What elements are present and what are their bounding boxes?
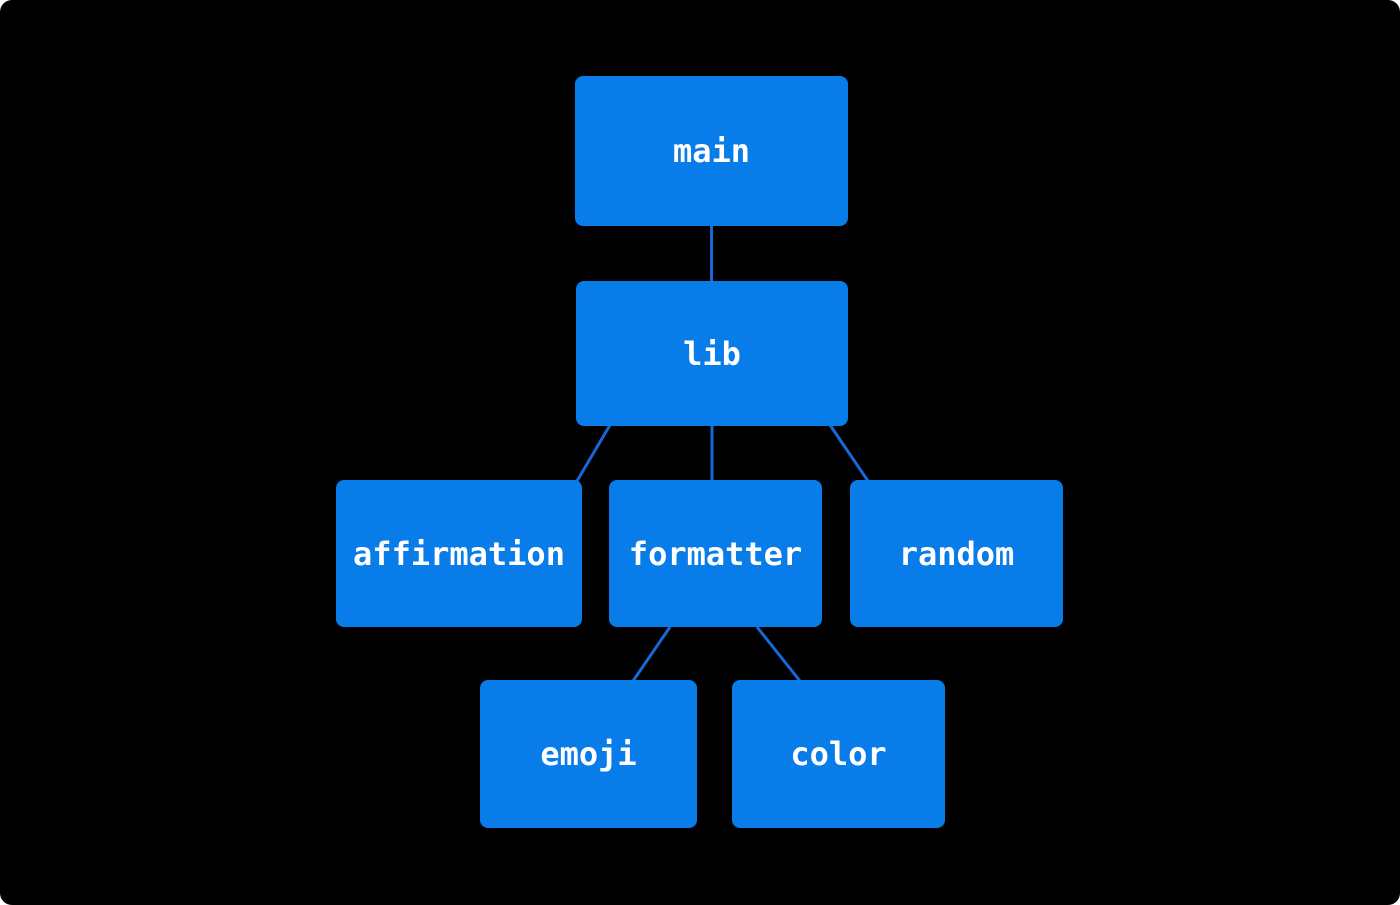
node-color: color	[732, 680, 945, 828]
node-main: main	[575, 76, 848, 226]
node-color-label: color	[790, 735, 887, 773]
node-emoji-label: emoji	[540, 735, 637, 773]
edge-lib-affirmation	[575, 424, 612, 482]
node-random: random	[850, 480, 1063, 627]
node-lib: lib	[576, 281, 848, 426]
node-affirmation-label: affirmation	[353, 534, 565, 573]
node-formatter: formatter	[609, 480, 822, 627]
edge-formatter-emoji	[631, 626, 672, 682]
node-formatter-label: formatter	[628, 534, 803, 573]
edge-lib-random	[828, 424, 870, 482]
node-affirmation: affirmation	[336, 480, 582, 627]
node-main-label: main	[672, 132, 751, 170]
node-emoji: emoji	[480, 680, 697, 828]
node-random-label: random	[898, 534, 1015, 573]
node-lib-label: lib	[683, 334, 741, 373]
edge-formatter-color	[755, 626, 802, 682]
